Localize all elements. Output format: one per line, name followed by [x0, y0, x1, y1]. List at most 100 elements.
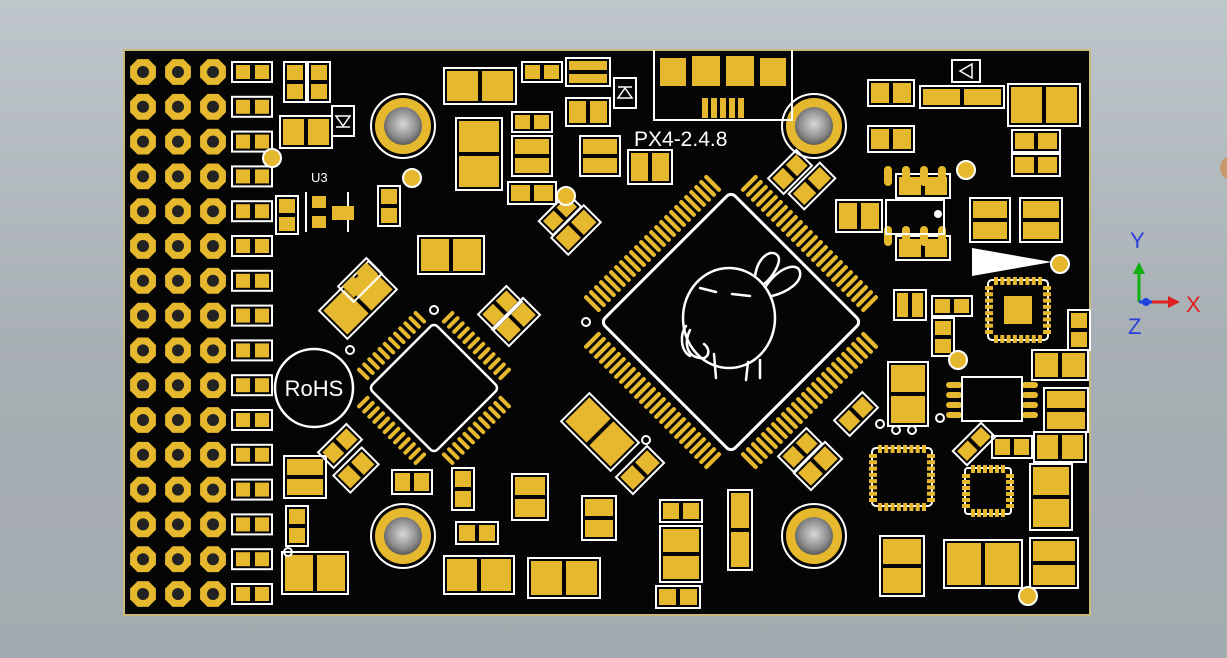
ic-pin — [472, 421, 486, 435]
ic-pin — [619, 260, 636, 277]
smd-component — [787, 161, 837, 211]
via — [907, 425, 917, 435]
soic-pad — [946, 412, 962, 418]
rohs-text: RoHS — [285, 376, 344, 401]
qfn-pin — [903, 445, 908, 453]
axis-y-label: Y — [1130, 228, 1145, 253]
smd-component — [659, 499, 703, 523]
qfn-pin — [927, 491, 935, 496]
ic-pin — [679, 427, 697, 444]
via — [402, 168, 422, 188]
smd-component — [1031, 349, 1089, 381]
ic-pin — [689, 437, 707, 455]
smd-component — [766, 148, 814, 196]
ic-pin — [609, 270, 626, 288]
soic-pad — [1022, 392, 1038, 398]
ic-pin — [841, 275, 858, 293]
qfn-pin — [869, 491, 877, 496]
qfn-pin — [869, 454, 877, 458]
ic-pin — [634, 382, 651, 399]
qfn-pin — [890, 503, 895, 511]
diode-icon — [331, 105, 355, 137]
via — [345, 345, 355, 355]
qfn-pin — [878, 503, 882, 511]
qfn-pin — [1006, 335, 1011, 343]
qfn-pin — [903, 503, 908, 511]
qfn-pin — [962, 504, 970, 508]
ic-pin — [760, 195, 778, 212]
ic-pin — [826, 367, 843, 384]
ic-pin — [781, 412, 798, 429]
smd-component — [943, 539, 1023, 589]
qfn-pin — [1000, 335, 1005, 343]
rabbit-logo-icon — [680, 251, 802, 382]
qfp-chip-icon — [583, 174, 879, 470]
smd-component — [511, 135, 553, 177]
qfn-pin — [1043, 311, 1051, 316]
qfn-pin — [896, 503, 901, 511]
ic-pin — [669, 210, 686, 227]
qfn-pin — [1006, 504, 1014, 508]
ic-pin — [583, 295, 601, 313]
qfn-pin — [927, 485, 935, 490]
ic-pin — [441, 452, 455, 465]
smd-component — [887, 361, 929, 427]
qfn-pin — [985, 304, 993, 309]
ic-pin — [856, 336, 874, 354]
qfn-pin — [1043, 286, 1051, 290]
ic-pin — [801, 392, 818, 409]
qfn-pin — [1038, 335, 1042, 343]
smd-component — [559, 391, 641, 473]
ic-pin — [694, 184, 712, 202]
ic-pin — [684, 195, 702, 212]
ic-pin — [467, 336, 481, 350]
ic-pin — [649, 397, 666, 414]
ic-pin — [604, 351, 621, 369]
resistor-outline — [231, 269, 273, 292]
smd-component — [893, 289, 927, 321]
ic-pin — [699, 447, 717, 465]
soic-pad — [1022, 412, 1038, 418]
ic-pin — [679, 200, 697, 217]
smd-component — [521, 61, 563, 83]
qfn-pin — [962, 486, 970, 490]
soic-pad — [902, 226, 910, 246]
ic-pin — [674, 422, 691, 439]
ic-pin — [387, 426, 401, 440]
ic-pin — [452, 442, 465, 455]
ic-pin — [393, 431, 406, 445]
via — [948, 350, 968, 370]
qfn-pin — [878, 445, 882, 453]
qfp-chip-icon — [357, 311, 511, 465]
test-point — [1050, 254, 1070, 274]
resistor-outline — [231, 200, 273, 223]
qfn-pin — [1043, 317, 1051, 322]
soic-pad — [1022, 382, 1038, 388]
mounting-hole-icon — [781, 93, 847, 159]
ic-pin — [806, 240, 823, 257]
qfn-pin — [1043, 292, 1051, 297]
soic-pad — [946, 402, 962, 408]
smd-component — [867, 125, 915, 153]
smd-component — [991, 435, 1033, 459]
diode-icon — [613, 77, 637, 109]
smd-component — [377, 185, 401, 227]
resistor-outline — [231, 443, 273, 466]
qfn-pin — [962, 474, 970, 478]
via — [283, 547, 293, 557]
ic-pin — [357, 367, 370, 381]
qfn-pin — [896, 445, 901, 453]
smd-component — [969, 197, 1011, 243]
resistor-outline — [231, 409, 273, 431]
ic-pin — [588, 336, 606, 354]
qfn-pin — [983, 465, 987, 473]
qfn-pin — [1043, 298, 1051, 303]
via — [556, 186, 576, 206]
ic-pin — [796, 230, 813, 247]
qfn-pin — [927, 460, 935, 465]
qfn-pin — [995, 465, 999, 473]
via — [935, 413, 945, 423]
smd-pads — [275, 57, 1091, 609]
